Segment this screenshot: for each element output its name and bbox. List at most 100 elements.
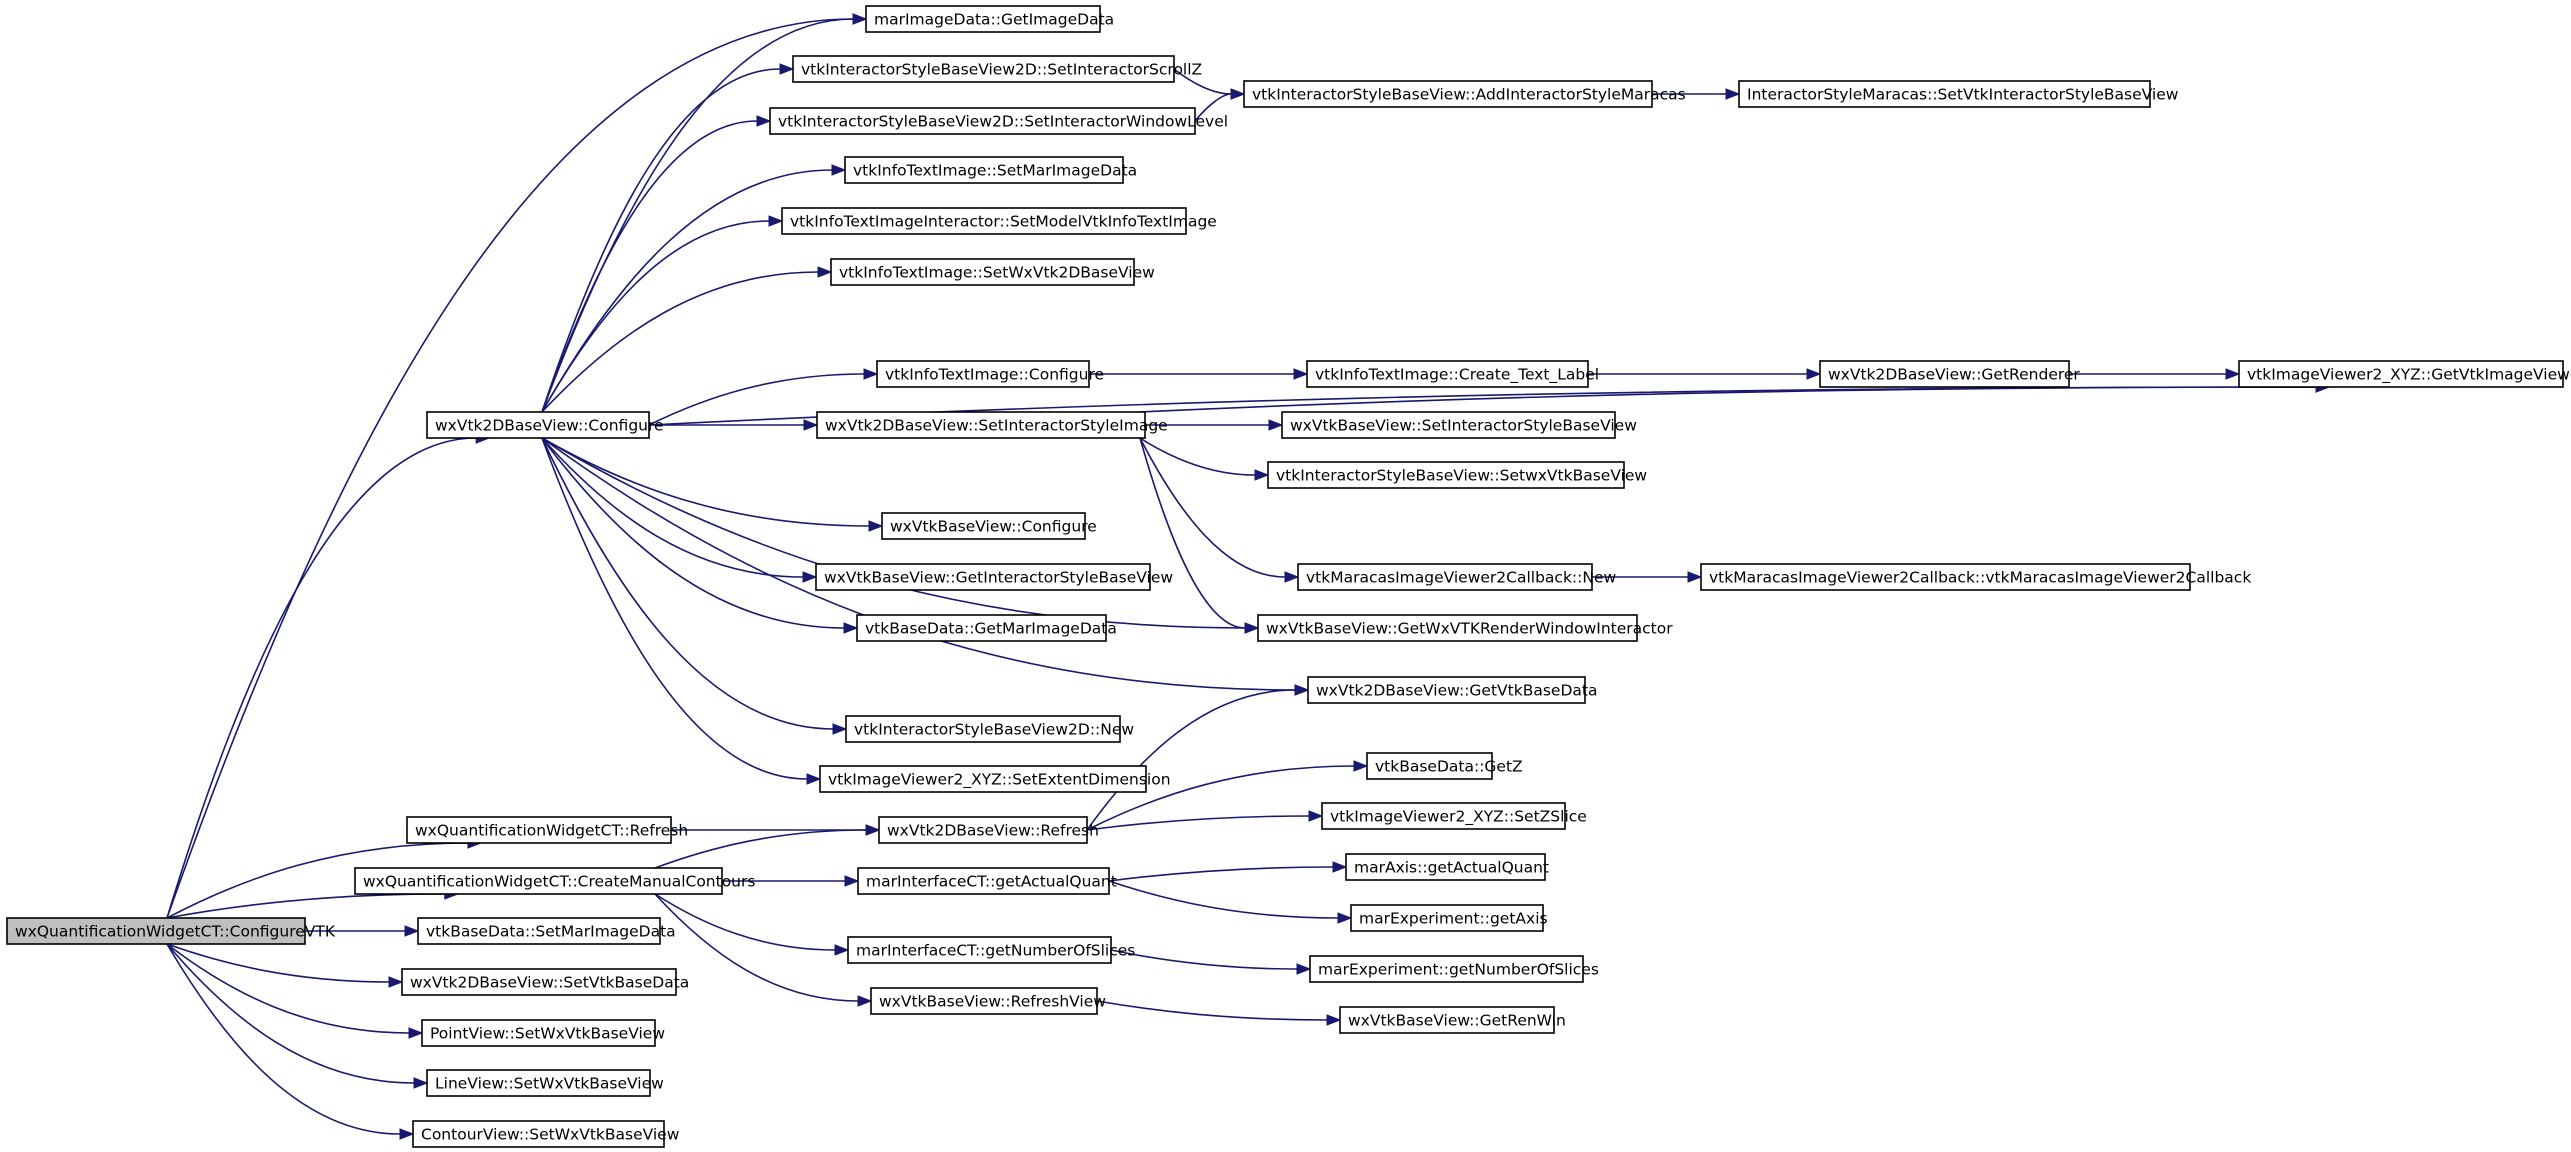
node-label: InteractorStyleMaracas::SetVtkInteractor…: [1747, 86, 2179, 104]
node-gaq[interactable]: marInterfaceCT::getActualQuant: [857, 867, 1117, 895]
arrowhead-icon: [803, 419, 819, 431]
node-mivcb[interactable]: vtkMaracasImageViewer2Callback::vtkMarac…: [1700, 563, 2251, 591]
node-label: vtkMaracasImageViewer2Callback::vtkMarac…: [1709, 569, 2251, 587]
node-box: [1306, 360, 1589, 388]
node-isnew[interactable]: vtkInteractorStyleBaseView2D::New: [845, 715, 1134, 743]
node-grw[interactable]: wxVtkBaseView::GetRenWin: [1339, 1006, 1566, 1034]
call-edge: [166, 943, 404, 988]
node-egnos[interactable]: marExperiment::getNumberOfSlices: [1309, 955, 1599, 983]
node-isz[interactable]: vtkInteractorStyleBaseView2D::SetInterac…: [792, 55, 1202, 83]
node-label: wxVtk2DBaseView::SetVtkBaseData: [410, 974, 689, 992]
node-box: [856, 614, 1107, 642]
call-edge: [541, 437, 859, 634]
call-edge: [166, 13, 868, 919]
node-ega[interactable]: marExperiment::getAxis: [1350, 904, 1548, 932]
call-edge: [1652, 88, 1741, 100]
node-label: marExperiment::getNumberOfSlices: [1318, 961, 1599, 979]
node-pv[interactable]: PointView::SetWxVtkBaseView: [421, 1019, 665, 1047]
arrowhead-icon: [843, 622, 859, 634]
node-gr[interactable]: wxVtk2DBaseView::GetRenderer: [1819, 360, 2080, 388]
node-gz[interactable]: vtkBaseData::GetZ: [1366, 752, 1523, 780]
node-swx[interactable]: vtkInfoTextImage::SetWxVtk2DBaseView: [830, 258, 1155, 286]
node-gnos[interactable]: marInterfaceCT::getNumberOfSlices: [847, 936, 1135, 964]
node-label: vtkInteractorStyleBaseView::SetwxVtkBase…: [1276, 467, 1647, 485]
node-label: ContourView::SetWxVtkBaseView: [421, 1126, 680, 1144]
node-ticfg[interactable]: vtkInfoTextImage::Configure: [876, 360, 1104, 388]
node-box: [421, 1019, 656, 1047]
node-ctl[interactable]: vtkInfoTextImage::Create_Text_Label: [1306, 360, 1599, 388]
node-box: [1267, 461, 1625, 489]
node-label: vtkInfoTextImage::SetWxVtk2DBaseView: [839, 264, 1155, 282]
node-label: vtkInfoTextImageInteractor::SetModelVtkI…: [790, 213, 1217, 231]
call-edge: [1086, 810, 1324, 831]
arrowhead-icon: [1332, 861, 1348, 873]
node-bdsmid[interactable]: vtkBaseData::SetMarImageData: [417, 917, 676, 945]
node-label: wxVtkBaseView::GetRenWin: [1348, 1012, 1566, 1030]
node-axgaq[interactable]: marAxis::getActualQuant: [1345, 853, 1549, 881]
node-mgid[interactable]: marImageData::GetImageData: [865, 5, 1114, 33]
node-cfg[interactable]: wxVtk2DBaseView::Configure: [426, 411, 664, 439]
edge-line: [1139, 437, 1246, 629]
node-gmid[interactable]: vtkBaseData::GetMarImageData: [856, 614, 1117, 642]
node-mivnew[interactable]: vtkMaracasImageViewer2Callback::New: [1297, 563, 1617, 591]
call-edge: [722, 875, 860, 887]
edge-line: [1110, 949, 1298, 970]
node-box: [1307, 676, 1586, 704]
call-edge: [166, 943, 424, 1039]
edge-line: [541, 437, 870, 527]
node-iwl[interactable]: vtkInteractorStyleBaseView2D::SetInterac…: [769, 107, 1228, 135]
call-edge: [541, 437, 822, 785]
node-label: vtkInfoTextImage::Create_Text_Label: [1315, 366, 1599, 385]
node-sed[interactable]: vtkImageViewer2_XYZ::SetExtentDimension: [819, 765, 1171, 793]
node-sisi[interactable]: wxVtk2DBaseView::SetInteractorStyleImage: [816, 411, 1168, 439]
node-lv[interactable]: LineView::SetWxVtkBaseView: [426, 1069, 664, 1097]
node-box: [876, 360, 1090, 388]
node-gviv2[interactable]: vtkImageViewer2_XYZ::GetVtkImageViewer2: [2238, 360, 2571, 388]
node-label: marInterfaceCT::getNumberOfSlices: [856, 942, 1135, 960]
node-smvt[interactable]: vtkInfoTextImageInteractor::SetModelVtkI…: [781, 207, 1217, 235]
call-edge: [648, 368, 879, 426]
node-gisbv[interactable]: wxVtkBaseView::GetInteractorStyleBaseVie…: [815, 563, 1173, 591]
node-szs[interactable]: vtkImageViewer2_XYZ::SetZSlice: [1321, 802, 1587, 830]
node-box: [1321, 802, 1566, 830]
call-edge: [541, 115, 772, 413]
node-v2ref[interactable]: wxVtk2DBaseView::Refresh: [878, 816, 1099, 844]
node-setvbd[interactable]: wxVtk2DBaseView::SetVtkBaseData: [401, 968, 689, 996]
edge-line: [166, 943, 390, 983]
arrowhead-icon: [857, 995, 873, 1007]
edge-line: [1108, 866, 1334, 882]
node-box: [1738, 80, 2151, 108]
edge-line: [654, 893, 836, 951]
node-box: [769, 107, 1196, 135]
arrowhead-icon: [1284, 571, 1300, 583]
edge-line: [541, 437, 845, 629]
node-qref[interactable]: wxQuantificationWidgetCT::Refresh: [406, 816, 688, 844]
edge-line: [541, 120, 758, 413]
node-box: [417, 917, 661, 945]
edge-line: [541, 271, 819, 413]
node-wsisbv[interactable]: wxVtkBaseView::SetInteractorStyleBaseVie…: [1281, 411, 1637, 439]
arrowhead-icon: [868, 520, 884, 532]
node-wbcfg[interactable]: wxVtkBaseView::Configure: [881, 512, 1097, 540]
arrowhead-icon: [1308, 810, 1324, 822]
node-box: [1243, 80, 1653, 108]
node-tsmid[interactable]: vtkInfoTextImage::SetMarImageData: [844, 156, 1137, 184]
node-swxvbv[interactable]: vtkInteractorStyleBaseView::SetwxVtkBase…: [1267, 461, 1647, 489]
edge-line: [541, 169, 833, 413]
node-gwxrwi[interactable]: wxVtkBaseView::GetWxVTKRenderWindowInter…: [1257, 614, 1673, 642]
node-label: vtkInteractorStyleBaseView2D::SetInterac…: [801, 61, 1202, 79]
node-cmc[interactable]: wxQuantificationWidgetCT::CreateManualCo…: [354, 867, 755, 895]
node-rv[interactable]: wxVtkBaseView::RefreshView: [870, 987, 1106, 1015]
node-gvbd[interactable]: wxVtk2DBaseView::GetVtkBaseData: [1307, 676, 1597, 704]
node-box: [426, 411, 650, 439]
node-aism[interactable]: vtkInteractorStyleBaseView::AddInteracto…: [1243, 80, 1686, 108]
node-cv[interactable]: ContourView::SetWxVtkBaseView: [412, 1120, 680, 1148]
node-label: wxVtk2DBaseView::Configure: [435, 417, 664, 435]
node-label: wxVtkBaseView::Configure: [890, 518, 1097, 536]
node-root[interactable]: wxQuantificationWidgetCT::ConfigureVTK: [6, 917, 336, 945]
call-edge: [1110, 949, 1312, 975]
node-box: [1257, 614, 1638, 642]
arrowhead-icon: [388, 976, 404, 988]
node-ssvtk[interactable]: InteractorStyleMaracas::SetVtkInteractor…: [1738, 80, 2179, 108]
node-box: [815, 563, 1151, 591]
